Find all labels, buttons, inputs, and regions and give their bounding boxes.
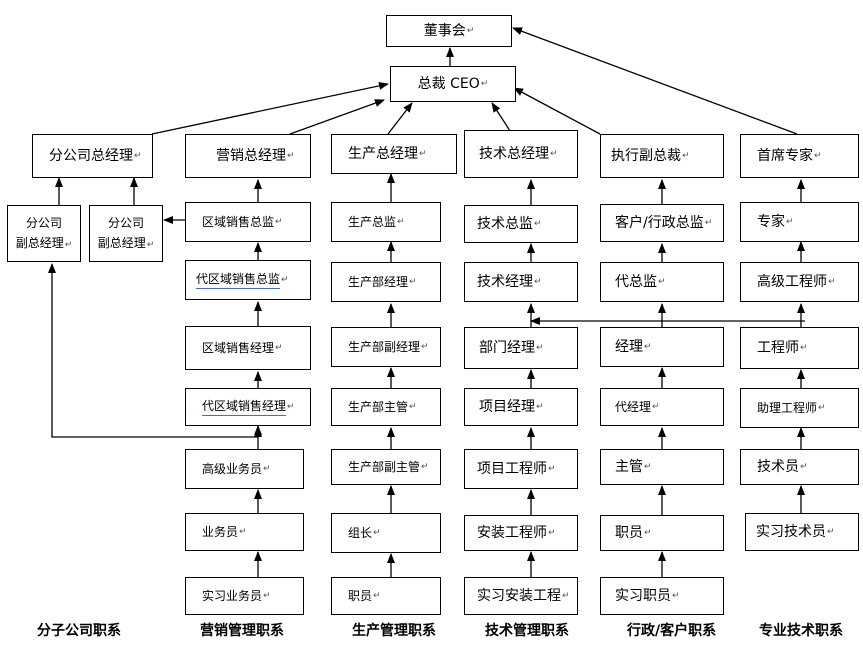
node-specialist-chief: 首席专家↵ <box>740 134 859 178</box>
node-specialist-engineer: 工程师↵ <box>740 327 859 369</box>
arrow-branch-feedback <box>48 263 258 438</box>
node-admin-staff: 职员↵ <box>600 515 724 551</box>
node-specialist-technician: 技术员↵ <box>740 449 859 485</box>
node-marketing-acting-regional-manager: 代区域销售经理↵ <box>185 388 311 426</box>
node-technical-director: 技术总监↵ <box>464 205 578 243</box>
footer-production-label: 生产管理职系 <box>352 623 436 639</box>
node-technical-project-manager: 项目经理↵ <box>464 388 578 426</box>
node-production-dept-supervisor: 生产部主管↵ <box>331 388 441 426</box>
footer-admin-label: 行政/客户职系 <box>627 623 717 639</box>
node-admin-evp: 执行副总裁↵ <box>600 134 724 178</box>
node-production-dept-vice-manager: 生产部副经理↵ <box>331 327 441 367</box>
arrow-marketing-ceo <box>289 99 385 135</box>
node-production-team-leader: 组长↵ <box>331 513 441 553</box>
node-marketing-sales: 业务员↵ <box>185 513 304 551</box>
node-production-dept-manager: 生产部经理↵ <box>331 262 441 302</box>
arrow-admin-ceo <box>513 87 601 135</box>
node-board: 董事会↵ <box>386 15 512 47</box>
node-branch-vgm-2: 分公司 副总经理↵ <box>89 205 163 262</box>
arrow-production-ceo <box>387 102 413 135</box>
node-specialist-intern-technician: 实习技术员↵ <box>745 513 859 551</box>
node-production-gm: 生产总经理↵ <box>331 134 457 174</box>
node-marketing-acting-regional-director: 代区域销售总监↵ <box>185 260 311 300</box>
node-admin-acting-director: 代总监↵ <box>600 262 724 302</box>
node-ceo: 总裁 CEO↵ <box>390 66 516 102</box>
node-admin-manager: 经理↵ <box>600 327 724 367</box>
node-technical-gm: 技术总经理↵ <box>464 130 578 178</box>
node-admin-supervisor: 主管↵ <box>600 449 724 485</box>
node-technical-dept-manager: 部门经理↵ <box>464 327 578 369</box>
node-marketing-gm: 营销总经理↵ <box>185 134 311 178</box>
footer-branch-label: 分子公司职系 <box>37 623 121 639</box>
footer-technical-label: 技术管理职系 <box>485 623 569 639</box>
node-admin-acting-manager: 代经理↵ <box>600 388 724 426</box>
node-production-staff: 职员↵ <box>331 577 441 615</box>
node-marketing-intern-sales: 实习业务员↵ <box>185 577 304 615</box>
node-technical-project-engineer: 项目工程师↵ <box>464 449 578 489</box>
footer-marketing-label: 营销管理职系 <box>200 623 284 639</box>
node-admin-director: 客户/行政总监↵ <box>600 204 724 242</box>
arrow-technical-ceo <box>491 102 513 135</box>
node-branch-gm: 分公司总经理↵ <box>32 134 153 178</box>
node-production-dept-vice-supervisor: 生产部副主管↵ <box>331 449 441 485</box>
node-specialist-expert: 专家↵ <box>740 202 859 242</box>
node-specialist-assistant-engineer: 助理工程师↵ <box>740 388 859 428</box>
node-technical-manager: 技术经理↵ <box>464 262 578 302</box>
node-production-director: 生产总监↵ <box>331 202 441 242</box>
node-technical-install-engineer: 安装工程师↵ <box>464 515 578 551</box>
arrow-branch-ceo <box>151 81 389 135</box>
node-marketing-regional-director: 区域销售总监↵ <box>185 202 311 242</box>
node-branch-vgm-1: 分公司 副总经理↵ <box>7 205 81 262</box>
node-marketing-regional-manager: 区域销售经理↵ <box>185 326 311 370</box>
node-specialist-senior-engineer: 高级工程师↵ <box>740 262 859 302</box>
footer-specialist-label: 专业技术职系 <box>759 623 843 639</box>
node-admin-intern-staff: 实习职员↵ <box>600 577 724 615</box>
arrow-specialist-board <box>512 27 798 135</box>
node-technical-intern-install: 实习安装工程↵ <box>464 577 578 615</box>
node-marketing-senior-sales: 高级业务员↵ <box>185 449 304 489</box>
